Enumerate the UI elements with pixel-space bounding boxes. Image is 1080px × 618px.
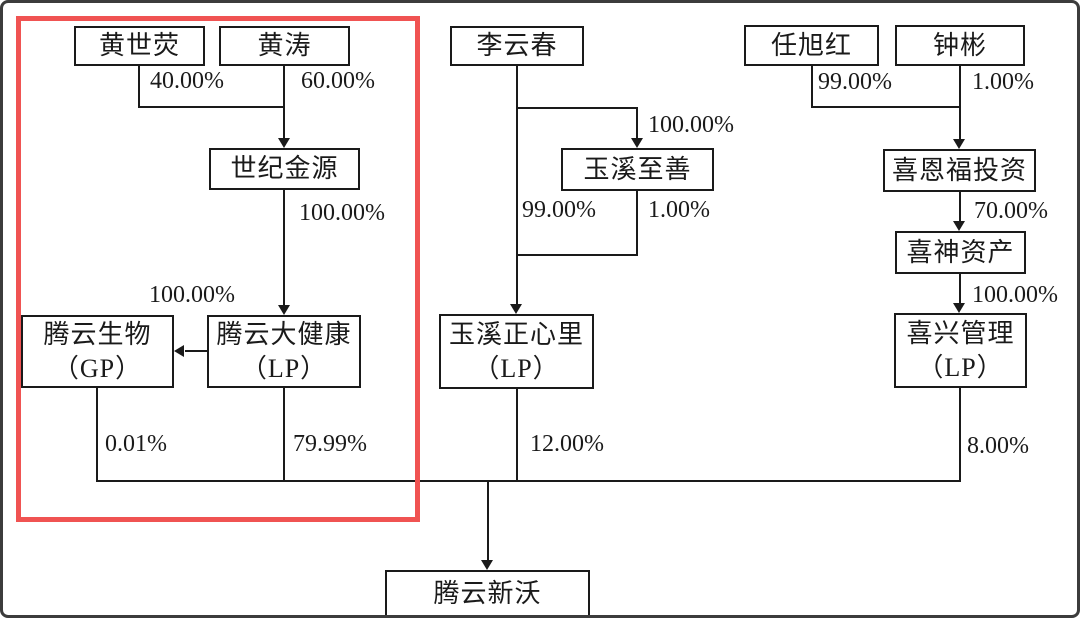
arrowhead-down-icon <box>953 303 965 313</box>
percent-label: 8.00% <box>967 433 1029 459</box>
entity-label: 李云春 <box>476 31 558 60</box>
entity-label: 喜兴管理 <box>906 318 1015 348</box>
percent-label: 79.99% <box>293 431 367 457</box>
arrowhead-down-icon <box>631 138 643 148</box>
entity-label: 腾云生物 <box>43 319 152 349</box>
arrowhead-down-icon <box>481 560 493 570</box>
entity-label: 任旭红 <box>770 30 852 60</box>
entity-label: 黄世荧 <box>98 31 180 60</box>
percent-label: 100.00% <box>299 200 385 226</box>
entity-label: 腾云大健康 <box>216 319 352 349</box>
entity-box-tengyun-biotech: 腾云生物 （GP） <box>21 315 174 388</box>
entity-label: 喜恩福投资 <box>891 155 1027 185</box>
entity-box-huang-tao: 黄涛 <box>219 26 350 66</box>
percent-label: 40.00% <box>150 68 224 94</box>
connector-line <box>811 106 961 108</box>
entity-label: 黄涛 <box>257 31 312 60</box>
entity-label: 玉溪至善 <box>583 154 692 184</box>
connector-line <box>516 107 638 109</box>
entity-label: （LP） <box>473 353 560 383</box>
entity-box-xixing-management: 喜兴管理 （LP） <box>894 313 1027 388</box>
percent-label: 99.00% <box>818 69 892 95</box>
percent-label: 0.01% <box>105 431 167 457</box>
percent-label: 100.00% <box>149 282 235 308</box>
percent-label: 100.00% <box>972 282 1058 308</box>
entity-box-li-yunchun: 李云春 <box>450 26 584 66</box>
percent-label: 100.00% <box>648 112 734 138</box>
entity-box-huang-shiying: 黄世荧 <box>74 26 205 66</box>
arrowhead-down-icon <box>278 138 290 148</box>
connector-line <box>811 66 813 108</box>
entity-label: 喜神资产 <box>906 237 1015 267</box>
percent-label: 70.00% <box>974 198 1048 224</box>
entity-box-yuxi-zhishan: 玉溪至善 <box>561 148 714 191</box>
connector-line <box>283 66 285 139</box>
entity-label: 玉溪正心里 <box>448 319 584 349</box>
entity-label: （GP） <box>52 353 143 383</box>
connector-line <box>636 191 638 256</box>
percent-label: 1.00% <box>972 69 1034 95</box>
entity-box-zhong-bin: 钟彬 <box>895 25 1025 66</box>
connector-line <box>138 66 140 108</box>
entity-label: （LP） <box>917 352 1004 382</box>
connector-line <box>959 274 961 304</box>
connector-line <box>636 107 638 139</box>
entity-box-xienfu-investment: 喜恩福投资 <box>883 149 1036 192</box>
connector-line <box>138 106 285 108</box>
arrowhead-down-icon <box>278 305 290 315</box>
entity-label: （LP） <box>240 353 328 383</box>
connector-line <box>185 350 207 352</box>
connector-line <box>283 190 285 306</box>
arrowhead-down-icon <box>953 221 965 231</box>
percent-label: 99.00% <box>522 197 596 223</box>
entity-label: 世纪金源 <box>230 154 339 183</box>
entity-label: 腾云新沃 <box>433 578 542 608</box>
connector-line <box>516 66 518 305</box>
connector-line <box>959 66 961 140</box>
arrowhead-down-icon <box>953 139 965 149</box>
connector-line <box>959 192 961 222</box>
percent-label: 60.00% <box>301 68 375 94</box>
percent-label: 12.00% <box>530 431 604 457</box>
entity-box-shiji-jinyuan: 世纪金源 <box>209 148 360 190</box>
entity-box-xishen-assets: 喜神资产 <box>895 231 1026 274</box>
connector-line <box>96 480 961 482</box>
entity-box-ren-xuhong: 任旭红 <box>744 25 879 66</box>
connector-line <box>516 254 638 256</box>
connector-line <box>516 389 518 482</box>
entity-box-tengyun-dajiankang: 腾云大健康 （LP） <box>207 315 361 388</box>
connector-line <box>96 388 98 482</box>
arrowhead-left-icon <box>174 345 184 357</box>
entity-box-yuxi-zhengxinli: 玉溪正心里 （LP） <box>439 314 594 389</box>
percent-label: 1.00% <box>648 197 710 223</box>
entity-label: 钟彬 <box>932 30 987 60</box>
connector-line <box>283 388 285 482</box>
arrowhead-down-icon <box>510 304 522 314</box>
entity-box-tengyun-xinwo: 腾云新沃 <box>385 570 590 615</box>
connector-line <box>959 388 961 481</box>
connector-line <box>487 482 489 561</box>
